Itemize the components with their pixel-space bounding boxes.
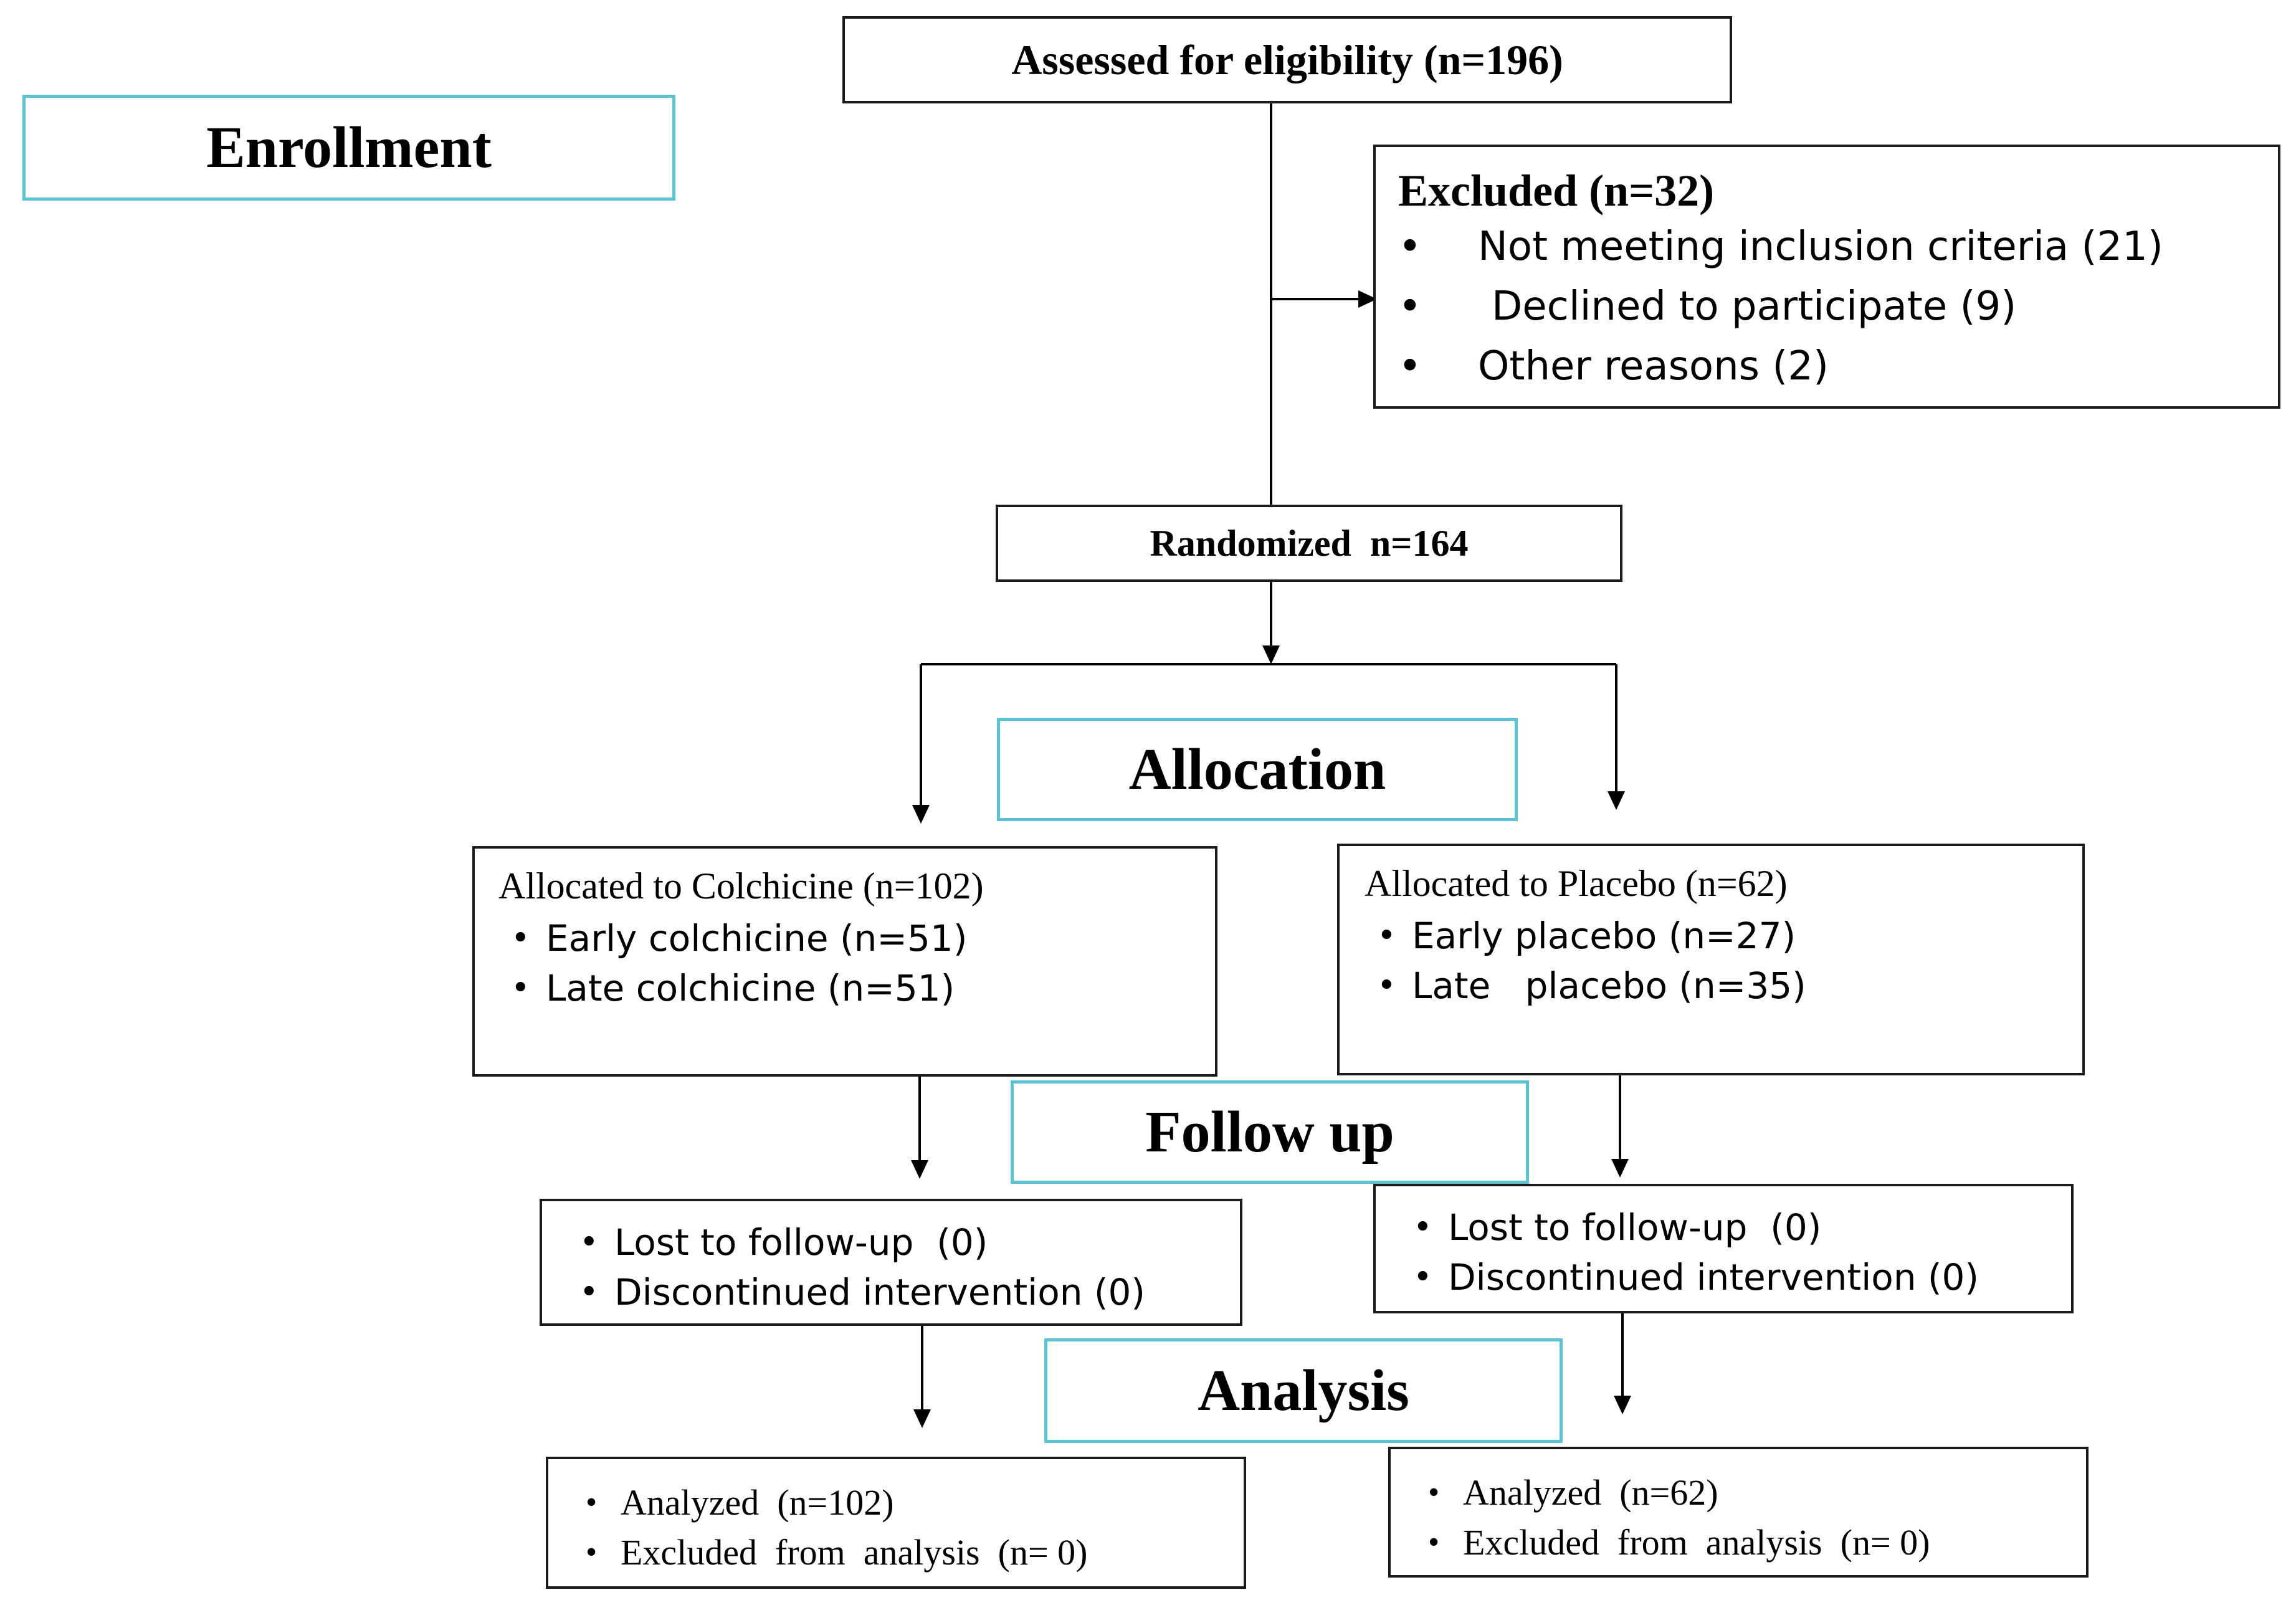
randomized-label: Randomized n=164: [1150, 522, 1469, 564]
excluded-arrowhead: [1358, 290, 1377, 308]
stage-follow-up: Follow up: [1011, 1080, 1529, 1184]
placebo-followup-item: Lost to follow-up (0): [1401, 1202, 2071, 1252]
right-followup-arrowhead: [1611, 1159, 1629, 1178]
placebo-subgroup-item: Late placebo (n=35): [1365, 961, 2082, 1011]
placebo-analysis-box: Analyzed (n=62) Excluded from analysis (…: [1388, 1447, 2089, 1578]
randomized-arrowhead: [1262, 645, 1280, 664]
excluded-box: Excluded (n=32) Not meeting inclusion cr…: [1373, 145, 2280, 409]
right-branch-arrowhead: [1608, 791, 1625, 810]
placebo-allocation-box: Allocated to Placebo (n=62) Early placeb…: [1337, 844, 2085, 1075]
assessed-label: Assessed for eligibility (n=196): [1011, 36, 1563, 83]
placebo-analysis-item: Excluded from analysis (n= 0): [1416, 1518, 2086, 1568]
placebo-followup-item: Discontinued intervention (0): [1401, 1252, 2071, 1302]
placebo-allocation-title: Allocated to Placebo (n=62): [1365, 863, 1788, 904]
colchicine-followup-list: Lost to follow-up (0) Discontinued inter…: [567, 1217, 1240, 1317]
right-analysis-arrowhead: [1614, 1396, 1631, 1414]
colchicine-subgroup-item: Late colchicine (n=51): [498, 963, 1215, 1013]
excluded-reasons-list: Not meeting inclusion criteria (21) Decl…: [1398, 217, 2278, 396]
stage-follow-up-label: Follow up: [1145, 1100, 1394, 1164]
placebo-subgroup-item: Early placebo (n=27): [1365, 911, 2082, 961]
placebo-analysis-list: Analyzed (n=62) Excluded from analysis (…: [1416, 1468, 2086, 1568]
colchicine-analysis-box: Analyzed (n=102) Excluded from analysis …: [546, 1457, 1246, 1589]
colchicine-allocation-box: Allocated to Colchicine (n=102) Early co…: [472, 846, 1217, 1077]
colchicine-subgroup-item: Early colchicine (n=51): [498, 913, 1215, 963]
excluded-reason-item: Other reasons (2): [1398, 336, 2278, 396]
colchicine-subgroup-list: Early colchicine (n=51) Late colchicine …: [498, 913, 1215, 1013]
excluded-reason-item: Not meeting inclusion criteria (21): [1398, 217, 2278, 277]
stage-analysis-label: Analysis: [1198, 1358, 1409, 1423]
stage-allocation-label: Allocation: [1128, 737, 1386, 802]
stage-analysis: Analysis: [1044, 1338, 1563, 1443]
left-analysis-arrowhead: [913, 1409, 931, 1428]
colchicine-analysis-item: Analyzed (n=102): [573, 1478, 1244, 1528]
colchicine-followup-item: Lost to follow-up (0): [567, 1217, 1240, 1267]
assessed-box: Assessed for eligibility (n=196): [842, 16, 1732, 103]
colchicine-analysis-item: Excluded from analysis (n= 0): [573, 1528, 1244, 1578]
randomized-box: Randomized n=164: [996, 505, 1622, 582]
placebo-subgroup-list: Early placebo (n=27) Late placebo (n=35): [1365, 911, 2082, 1011]
colchicine-followup-item: Discontinued intervention (0): [567, 1267, 1240, 1317]
left-followup-arrowhead: [911, 1160, 928, 1179]
placebo-followup-box: Lost to follow-up (0) Discontinued inter…: [1373, 1184, 2074, 1313]
excluded-reason-item: Declined to participate (9): [1398, 277, 2278, 336]
colchicine-analysis-list: Analyzed (n=102) Excluded from analysis …: [573, 1478, 1244, 1578]
stage-enrollment: Enrollment: [22, 95, 675, 201]
colchicine-followup-box: Lost to follow-up (0) Discontinued inter…: [540, 1199, 1242, 1326]
left-branch-arrowhead: [912, 805, 930, 824]
placebo-followup-list: Lost to follow-up (0) Discontinued inter…: [1401, 1202, 2071, 1302]
stage-allocation: Allocation: [997, 718, 1518, 821]
colchicine-allocation-title: Allocated to Colchicine (n=102): [498, 865, 984, 907]
placebo-analysis-item: Analyzed (n=62): [1416, 1468, 2086, 1518]
excluded-title: Excluded (n=32): [1398, 166, 1715, 216]
stage-enrollment-label: Enrollment: [206, 115, 492, 180]
